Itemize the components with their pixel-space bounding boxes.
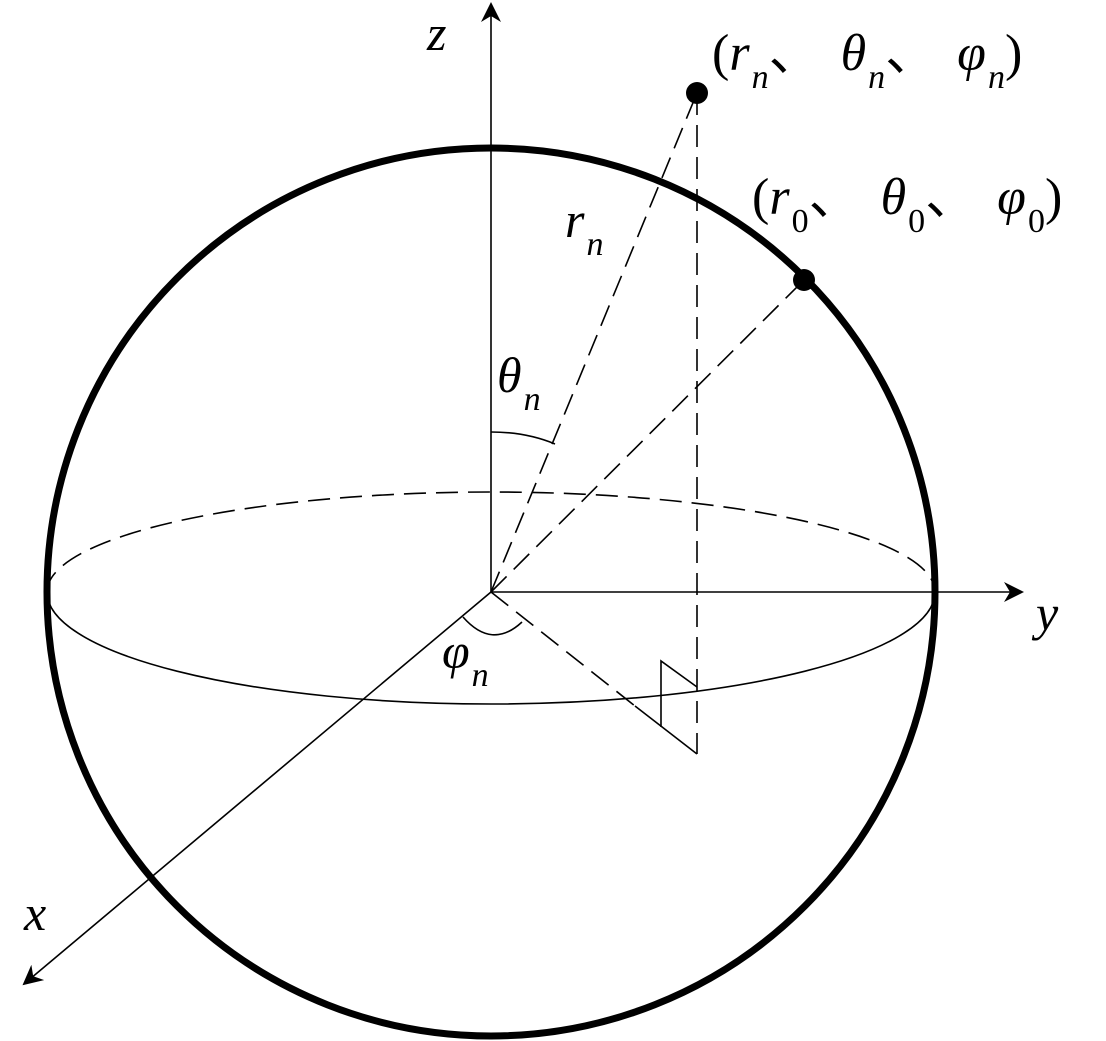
point-n-dot: [686, 82, 708, 104]
right-angle-marker: [660, 659, 698, 727]
point-n-label: (rn、θn、φn): [712, 25, 1022, 96]
radius-rn-line: [490, 92, 698, 593]
radius-r0-line: [490, 279, 805, 593]
phi-label: φn: [442, 623, 489, 694]
equator-back: [46, 491, 936, 593]
z-axis-label: z: [426, 5, 446, 61]
projection-horizontal-solid: [634, 705, 698, 755]
phi-arc: [462, 616, 523, 636]
x-axis-label: x: [23, 885, 46, 941]
theta-label: θn: [497, 347, 541, 418]
point-0-label: (r0、θ0、φ0): [752, 169, 1062, 240]
point-0-dot: [793, 269, 815, 291]
rn-label: rn: [565, 192, 603, 263]
theta-arc: [490, 431, 556, 445]
y-axis-label: y: [1031, 585, 1059, 641]
equator-front: [46, 591, 936, 705]
x-axis: [22, 591, 492, 986]
projection-horizontal-dashed: [490, 591, 636, 707]
